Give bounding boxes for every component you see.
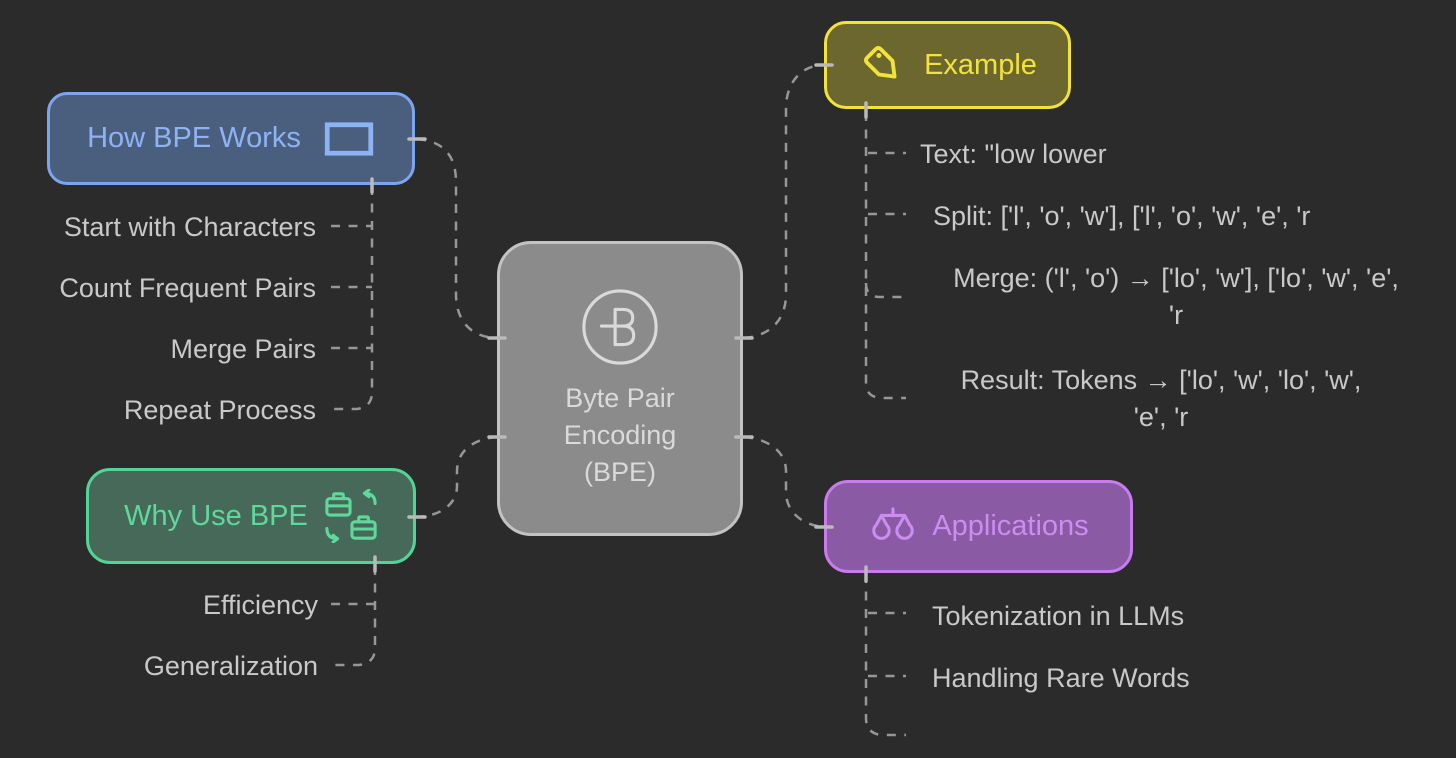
connector-why-children-spine xyxy=(331,566,377,667)
child-start-with-characters[interactable]: Start with Characters xyxy=(63,212,316,242)
node-why-use-bpe-label: Why Use BPE xyxy=(124,499,308,532)
child-example-result-line-1: Result: Tokens → ['lo', 'w', 'lo', 'w', xyxy=(960,365,1362,395)
connector-example-child-3 xyxy=(864,282,906,299)
connector-center-to-applications xyxy=(743,435,825,529)
child-example-result-line-2: 'e', 'r xyxy=(1133,402,1189,432)
child-example-text[interactable]: Text: "low lower xyxy=(920,139,1107,169)
connector-how-to-center xyxy=(416,137,497,340)
child-repeat-process[interactable]: Repeat Process xyxy=(123,395,316,425)
node-how-bpe-works[interactable]: How BPE Works xyxy=(47,92,415,185)
center-title-line-3: (BPE) xyxy=(583,457,656,487)
node-applications-label: Applications xyxy=(932,510,1089,542)
connector-applications-children-spine xyxy=(864,574,906,737)
circled-b-icon xyxy=(579,286,661,368)
node-example[interactable]: Example xyxy=(824,21,1071,109)
scale-icon xyxy=(868,502,918,552)
connector-example-children-spine xyxy=(864,112,906,400)
child-example-split[interactable]: Split: ['l', 'o', 'w'], ['l', 'o', 'w', … xyxy=(933,201,1311,231)
child-merge-pairs[interactable]: Merge Pairs xyxy=(170,334,316,364)
connector-center-to-why xyxy=(416,435,498,519)
child-example-merge-line-1: Merge: ('l', 'o') → ['lo', 'w'], ['lo', … xyxy=(953,263,1399,293)
briefcase-swap-icon xyxy=(324,489,378,543)
connector-center-to-example xyxy=(743,63,823,340)
tag-icon xyxy=(858,40,908,90)
child-tokenization-in-llms[interactable]: Tokenization in LLMs xyxy=(932,601,1185,631)
center-title-line-2: Encoding xyxy=(563,420,677,450)
child-example-merge[interactable]: Merge: ('l', 'o') → ['lo', 'w'], ['lo', … xyxy=(916,260,1436,334)
child-example-merge-line-2: 'r xyxy=(1168,300,1184,330)
node-why-use-bpe[interactable]: Why Use BPE xyxy=(86,468,416,564)
child-handling-rare-words[interactable]: Handling Rare Words xyxy=(932,663,1190,693)
child-example-result[interactable]: Result: Tokens → ['lo', 'w', 'lo', 'w', … xyxy=(916,362,1406,436)
node-example-label: Example xyxy=(924,48,1037,81)
child-efficiency[interactable]: Efficiency xyxy=(202,590,318,620)
node-applications[interactable]: Applications xyxy=(824,480,1133,573)
node-how-bpe-works-label: How BPE Works xyxy=(87,122,301,154)
child-generalization[interactable]: Generalization xyxy=(143,651,318,681)
center-title-line-1: Byte Pair xyxy=(565,383,675,413)
rectangle-icon xyxy=(323,121,375,157)
connector-how-children-spine xyxy=(331,186,374,411)
node-byte-pair-encoding[interactable]: Byte Pair Encoding (BPE) xyxy=(497,241,743,536)
child-count-frequent-pairs[interactable]: Count Frequent Pairs xyxy=(59,273,316,303)
